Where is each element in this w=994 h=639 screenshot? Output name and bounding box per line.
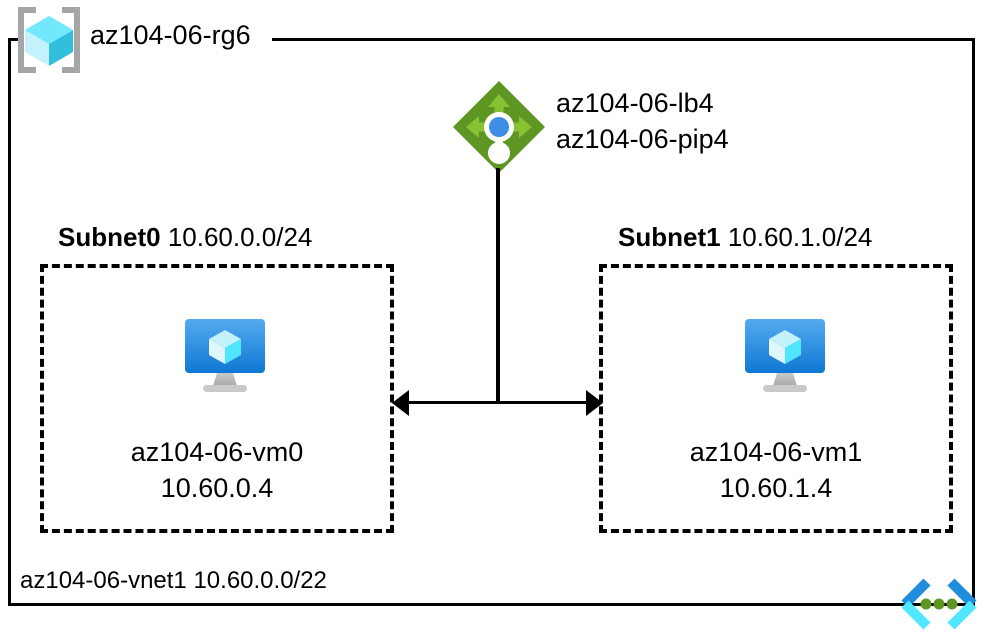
subnet-0-heading: Subnet0 10.60.0.0/24 [58,221,312,253]
public-ip-name: az104-06-pip4 [556,124,729,154]
subnet-1-heading: Subnet1 10.60.1.0/24 [618,221,872,253]
load-balancer-connector-line [496,168,500,403]
load-balancer-labels: az104-06-lb4 az104-06-pip4 [556,85,729,157]
virtual-machine-icon [181,316,269,396]
subnet-0-name: Subnet0 [58,222,161,252]
resource-group-label: az104-06-rg6 [90,20,251,50]
subnet-0-cidr: 10.60.0.0/24 [167,222,313,252]
virtual-network-icon [893,578,985,630]
subnet-1-cidr: 10.60.1.0/24 [727,222,873,252]
virtual-network-boundary [8,40,975,606]
load-balancer-name: az104-06-lb4 [556,88,714,118]
subnet-1-name: Subnet1 [618,222,721,252]
arrow-head-left-icon [392,390,409,416]
virtual-machine-icon [741,316,829,396]
resource-group-border-top-right [272,38,975,41]
vm-1-ip: 10.60.1.4 [719,473,833,503]
arrow-head-right-icon [586,390,603,416]
vm-1-labels: az104-06-vm1 10.60.1.4 [599,434,953,506]
resource-group-cube-icon [13,6,85,74]
subnet-1-box [599,264,953,533]
virtual-network-label: az104-06-vnet1 10.60.0.0/22 [20,567,327,594]
vm-1-name: az104-06-vm1 [689,437,863,467]
load-balancer-icon [450,78,548,176]
vm-0-ip: 10.60.0.4 [160,473,274,503]
subnet-connector-line [398,401,594,404]
vm-0-name: az104-06-vm0 [130,437,304,467]
vm-0-labels: az104-06-vm0 10.60.0.4 [40,434,394,506]
subnet-0-box [40,264,394,533]
resource-group-border-top-left [8,38,18,41]
